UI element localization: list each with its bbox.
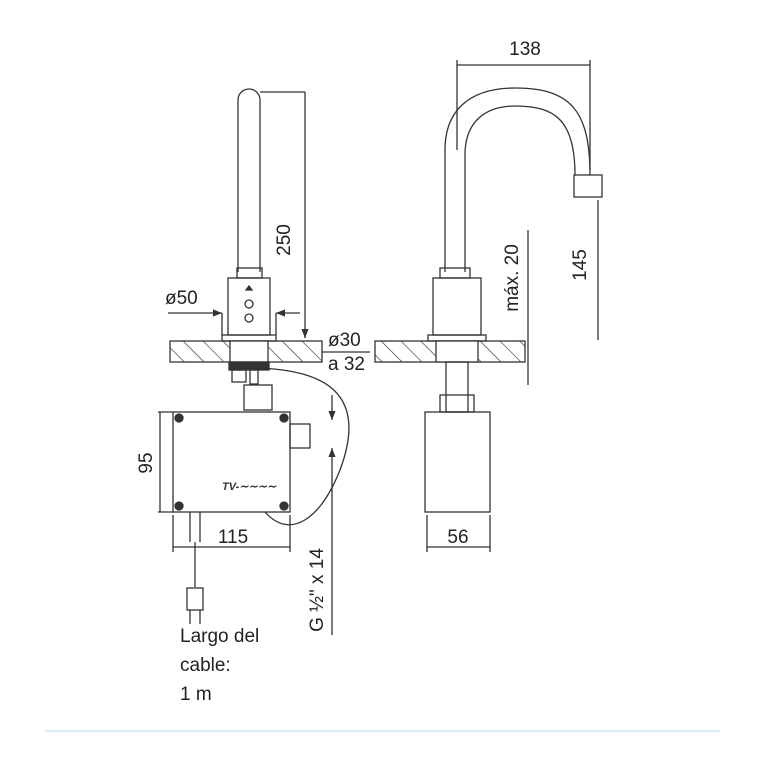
dim-hole-1: ø30 <box>328 330 361 351</box>
side-view-faucet <box>374 87 603 513</box>
dim-diameter-50: ø50 <box>165 288 198 309</box>
cable-note-line2: cable: <box>180 655 231 676</box>
cable-note: Largo del cable: 1 m <box>180 622 259 709</box>
dim-95: 95 <box>136 452 157 473</box>
dim-250: 250 <box>274 224 295 256</box>
dim-115: 115 <box>218 527 248 548</box>
cable-note-line3: 1 m <box>180 684 212 705</box>
dim-max-20: máx. 20 <box>502 244 523 312</box>
dim-138: 138 <box>509 39 541 60</box>
front-view-faucet <box>169 88 350 526</box>
dim-thread: G ½" x 14 <box>307 548 328 632</box>
cable-note-line1: Largo del <box>180 626 260 647</box>
dim-hole-2: a 32 <box>328 354 365 375</box>
control-box <box>172 411 311 624</box>
dim-56: 56 <box>447 527 468 548</box>
brand-logo: TV-∼∼∼∼ <box>222 481 277 493</box>
dim-145: 145 <box>570 249 591 281</box>
